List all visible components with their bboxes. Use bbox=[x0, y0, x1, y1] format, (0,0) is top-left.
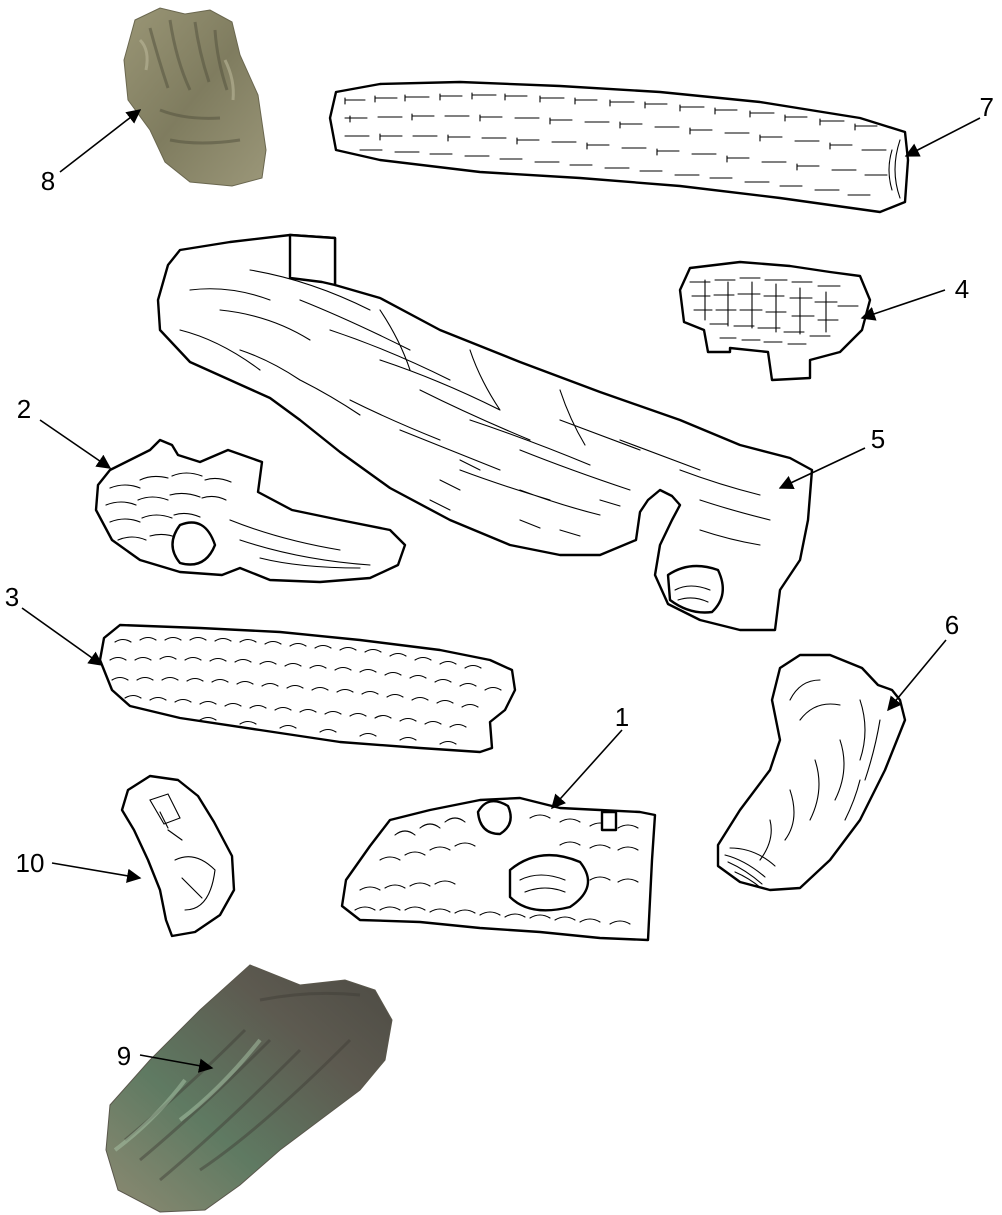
leader-line-10 bbox=[52, 863, 140, 878]
log-piece-10 bbox=[122, 776, 234, 936]
log-piece-9 bbox=[106, 965, 392, 1212]
callout-8: 8 bbox=[41, 166, 55, 196]
callout-7: 7 bbox=[980, 92, 994, 122]
callout-6: 6 bbox=[945, 610, 959, 640]
callout-10: 10 bbox=[16, 848, 45, 878]
log-piece-4 bbox=[680, 262, 870, 380]
leader-line-7 bbox=[906, 118, 980, 156]
log-piece-8 bbox=[124, 8, 266, 186]
callout-9: 9 bbox=[117, 1041, 131, 1071]
log-piece-3 bbox=[100, 625, 515, 752]
leader-line-1 bbox=[552, 730, 622, 808]
callout-3: 3 bbox=[5, 582, 19, 612]
log-piece-1 bbox=[342, 798, 655, 940]
leader-line-6 bbox=[888, 640, 946, 710]
callout-5: 5 bbox=[871, 424, 885, 454]
leader-line-2 bbox=[40, 420, 110, 468]
callout-2: 2 bbox=[17, 394, 31, 424]
log-piece-6 bbox=[718, 655, 905, 890]
leader-line-3 bbox=[22, 608, 102, 665]
callout-1: 1 bbox=[615, 702, 629, 732]
leader-line-4 bbox=[862, 290, 945, 318]
callout-4: 4 bbox=[955, 274, 969, 304]
leader-line-8 bbox=[60, 110, 140, 172]
log-piece-7 bbox=[330, 82, 908, 212]
